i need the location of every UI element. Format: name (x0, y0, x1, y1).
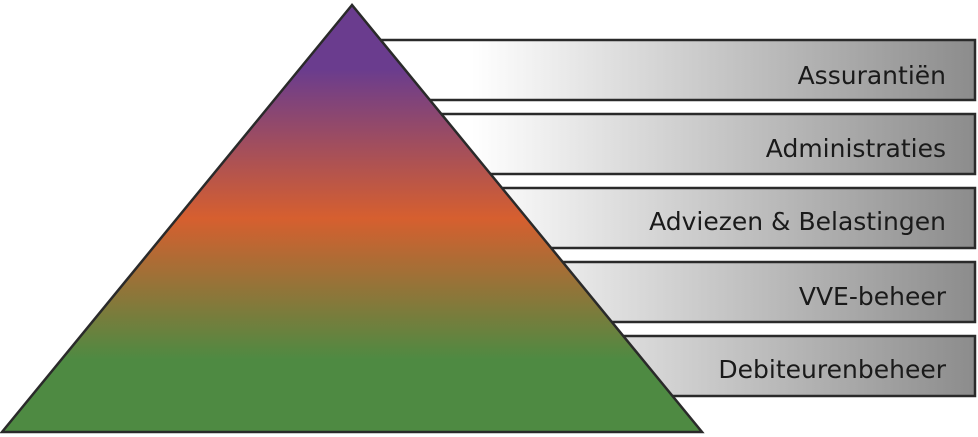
layer-bar-administraties: Administraties (328, 112, 977, 176)
layer-label-adviezen-belastingen: Adviezen & Belastingen (649, 207, 946, 236)
pyramid-triangle (0, 3, 705, 434)
layer-label-administraties: Administraties (766, 134, 946, 163)
layer-label-assurantien: Assurantiën (798, 61, 946, 90)
layer-bar-background (328, 38, 977, 102)
layer-bar-assurantien: Assurantiën (328, 38, 977, 102)
layer-label-debiteurenbeheer: Debiteurenbeheer (718, 355, 946, 384)
layer-label-vve-beheer: VVE-beheer (799, 282, 947, 311)
